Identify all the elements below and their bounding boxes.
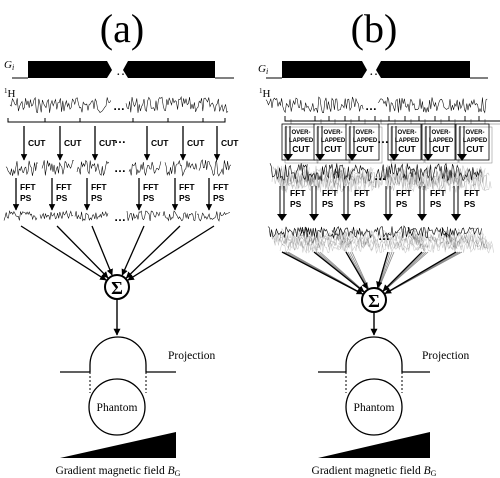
svg-text:…: … — [374, 169, 386, 183]
svg-text:CUT: CUT — [221, 138, 239, 148]
panel-b-phantom: Phantom — [345, 378, 403, 436]
panel-b-label: (b) — [351, 6, 398, 51]
svg-text:PS: PS — [91, 193, 103, 203]
svg-text:FFT: FFT — [322, 188, 338, 198]
svg-text:Σ: Σ — [111, 278, 123, 298]
svg-text:PS: PS — [20, 193, 32, 203]
svg-text:PS: PS — [354, 199, 366, 209]
panel-b: (b) Gi … 1H … OVER-LAPPEDCUTOVER-LAPPEDC… — [258, 6, 500, 478]
svg-text:PS: PS — [322, 199, 334, 209]
panel-b-overlapped-cut-row: OVER-LAPPEDCUTOVER-LAPPEDCUTOVER-LAPPEDC… — [281, 123, 493, 164]
svg-text:FFT: FFT — [213, 182, 229, 192]
svg-text:…: … — [114, 210, 126, 224]
svg-text:…: … — [113, 99, 125, 113]
svg-text:FFT: FFT — [290, 188, 306, 198]
svg-text:PS: PS — [56, 193, 68, 203]
panel-b-sum-node: Σ — [361, 287, 387, 313]
svg-text:LAPPED: LAPPED — [353, 138, 378, 144]
svg-text:CUT: CUT — [398, 144, 416, 154]
svg-text:OVER-: OVER- — [291, 130, 310, 136]
svg-text:…: … — [114, 132, 126, 146]
svg-text:CUT: CUT — [99, 138, 117, 148]
panel-b-spectra: … — [267, 225, 494, 254]
panel-b-projection: Projection — [318, 336, 470, 393]
svg-text:PS: PS — [430, 199, 442, 209]
panel-b-fid-signal: … — [265, 96, 488, 114]
panel-b-segment-brackets — [284, 116, 500, 125]
svg-text:OVER-: OVER- — [431, 130, 450, 136]
svg-text:PS: PS — [179, 193, 191, 203]
svg-text:CUT: CUT — [187, 138, 205, 148]
panel-a-sum-node: Σ — [104, 274, 130, 300]
panel-a-gradient-waveform: … — [12, 61, 234, 79]
svg-text:FFT: FFT — [396, 188, 412, 198]
svg-text:LAPPED: LAPPED — [321, 138, 346, 144]
svg-text:Σ: Σ — [368, 291, 380, 311]
panel-b-gradient-wedge — [318, 432, 430, 458]
panel-b-sum-arrows — [281, 251, 463, 295]
panel-a-gradient-field-label: Gradient magnetic field BG — [56, 465, 181, 478]
svg-text:Phantom: Phantom — [97, 402, 138, 414]
panel-a-segment-brackets — [7, 118, 226, 123]
svg-text:FFT: FFT — [354, 188, 370, 198]
panel-b-signal-label: 1H — [259, 87, 271, 100]
svg-text:CUT: CUT — [28, 138, 46, 148]
svg-text:FFT: FFT — [430, 188, 446, 198]
svg-text:LAPPED: LAPPED — [289, 138, 314, 144]
svg-text:PS: PS — [143, 193, 155, 203]
svg-text:OVER-: OVER- — [397, 130, 416, 136]
svg-text:FFT: FFT — [179, 182, 195, 192]
panel-a-gradient-wedge — [60, 432, 176, 458]
svg-text:CUT: CUT — [64, 138, 82, 148]
svg-text:FFT: FFT — [464, 188, 480, 198]
svg-text:Projection: Projection — [422, 350, 470, 362]
svg-text:…: … — [365, 99, 377, 113]
svg-text:FFT: FFT — [20, 182, 36, 192]
panel-a-signal-label: 1H — [4, 87, 16, 100]
svg-text:OVER-: OVER- — [323, 130, 342, 136]
svg-text:CUT: CUT — [292, 144, 310, 154]
svg-text:PS: PS — [213, 193, 225, 203]
svg-text:CUT: CUT — [324, 144, 342, 154]
svg-text:FFT: FFT — [91, 182, 107, 192]
panel-a-phantom: Phantom — [88, 378, 146, 436]
panel-b-segments: … — [269, 162, 492, 194]
svg-text:LAPPED: LAPPED — [395, 138, 420, 144]
svg-text:CUT: CUT — [151, 138, 169, 148]
panel-b-gradient-waveform: … — [266, 61, 488, 79]
svg-text:PS: PS — [464, 199, 476, 209]
svg-text:CUT: CUT — [356, 144, 374, 154]
panel-a-projection: Projection — [60, 336, 216, 393]
panel-a-sum-arrows — [20, 225, 215, 281]
panel-a-label: (a) — [100, 6, 144, 51]
svg-text:LAPPED: LAPPED — [429, 138, 454, 144]
svg-text:Projection: Projection — [168, 350, 216, 362]
svg-text:PS: PS — [290, 199, 302, 209]
svg-text:CUT: CUT — [432, 144, 450, 154]
svg-text:CUT: CUT — [466, 144, 484, 154]
svg-text:…: … — [377, 132, 389, 146]
svg-text:OVER-: OVER- — [465, 130, 484, 136]
svg-text:…: … — [378, 229, 390, 243]
panel-a-fid-signal: … — [9, 96, 229, 114]
svg-text:PS: PS — [396, 199, 408, 209]
panel-b-gradient-label: Gi — [258, 63, 268, 76]
svg-text:FFT: FFT — [143, 182, 159, 192]
svg-text:Phantom: Phantom — [354, 402, 395, 414]
panel-a-spectra: … — [3, 210, 231, 224]
svg-text:…: … — [114, 161, 126, 175]
svg-text:OVER-: OVER- — [355, 130, 374, 136]
svg-text:LAPPED: LAPPED — [463, 138, 488, 144]
panel-a-segments: … — [5, 159, 232, 177]
panel-b-gradient-field-label: Gradient magnetic field BG — [312, 465, 437, 478]
panel-a-gradient-label: Gi — [4, 59, 14, 72]
svg-text:FFT: FFT — [56, 182, 72, 192]
